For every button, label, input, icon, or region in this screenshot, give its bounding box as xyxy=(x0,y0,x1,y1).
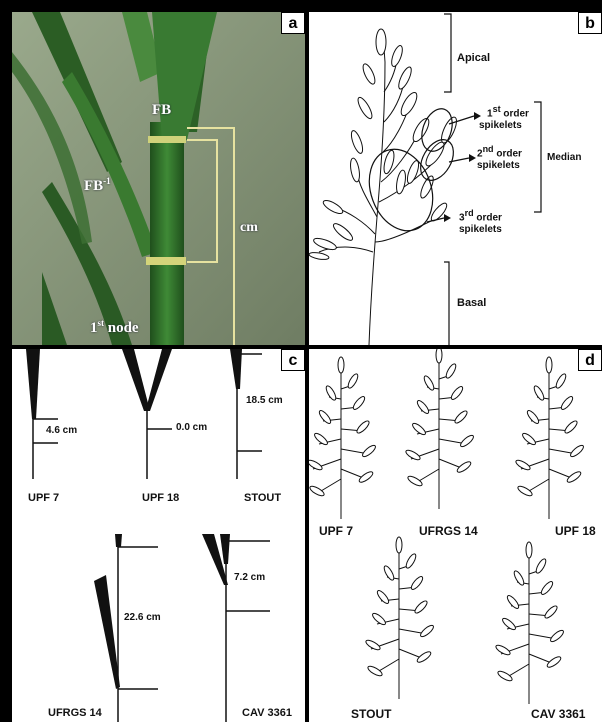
panicle-upf7 xyxy=(309,357,377,519)
panel-letter-d: d xyxy=(578,349,602,371)
panel-letter-a: a xyxy=(281,12,305,34)
panicle-name-ufrgs14: UFRGS 14 xyxy=(419,524,478,538)
first-order-label: 1st order xyxy=(487,104,529,119)
panicle-ufrgs14 xyxy=(405,349,475,509)
spikelets xyxy=(309,29,459,261)
measure-stout: 18.5 cm xyxy=(246,395,283,406)
leaf-blades xyxy=(26,349,242,689)
measure-cav3361: 7.2 cm xyxy=(234,572,265,583)
panel-b-panicle-diagram: Apical 1st order spikelets 2nd order spi… xyxy=(309,12,602,345)
panicle-cav3361 xyxy=(495,542,565,704)
panicle-upf18 xyxy=(515,357,585,519)
fb-minus-one-label: FB-1 xyxy=(84,176,111,195)
second-order-label: 2nd order xyxy=(477,144,522,159)
main-stem xyxy=(150,122,184,345)
name-upf18: UPF 18 xyxy=(142,492,179,504)
first-node-label: 1st node xyxy=(90,318,139,337)
first-spikelets-label: spikelets xyxy=(479,120,522,131)
second-spikelets-label: spikelets xyxy=(477,160,520,171)
measure-ufrgs14: 22.6 cm xyxy=(124,612,161,623)
panel-letter-c: c xyxy=(281,349,305,371)
name-upf7: UPF 7 xyxy=(28,492,59,504)
fb-label: FB xyxy=(152,102,171,119)
third-order-label: 3rd order xyxy=(459,208,502,223)
name-ufrgs14: UFRGS 14 xyxy=(48,707,102,719)
name-stout: STOUT xyxy=(244,492,281,504)
measure-upf18: 0.0 cm xyxy=(176,422,207,433)
third-spikelets-label: spikelets xyxy=(459,224,502,235)
panel-b-drawing xyxy=(309,12,602,345)
apical-label: Apical xyxy=(457,52,490,64)
panel-c-stem-measurements: 4.6 cm 0.0 cm 18.5 cm 22.6 cm 7.2 cm UPF… xyxy=(12,349,305,722)
basal-label: Basal xyxy=(457,297,486,309)
panicle-name-cav3361: CAV 3361 xyxy=(531,707,585,721)
panel-d-panicle-comparison: UPF 7 UFRGS 14 UPF 18 STOUT CAV 3361 d xyxy=(309,349,602,722)
panel-a-photo: FB FB-1 cm 1st node a xyxy=(12,12,305,345)
panel-a-illustration xyxy=(12,12,305,345)
panicle-name-stout: STOUT xyxy=(351,707,391,721)
panel-letter-b: b xyxy=(578,12,602,34)
measure-upf7: 4.6 cm xyxy=(46,425,77,436)
panicle-stout xyxy=(365,537,435,699)
median-label: Median xyxy=(547,152,581,163)
name-cav3361: CAV 3361 xyxy=(242,707,292,719)
panicle-name-upf7: UPF 7 xyxy=(319,524,353,538)
cm-label: cm xyxy=(240,220,258,236)
panicle-name-upf18: UPF 18 xyxy=(555,524,596,538)
